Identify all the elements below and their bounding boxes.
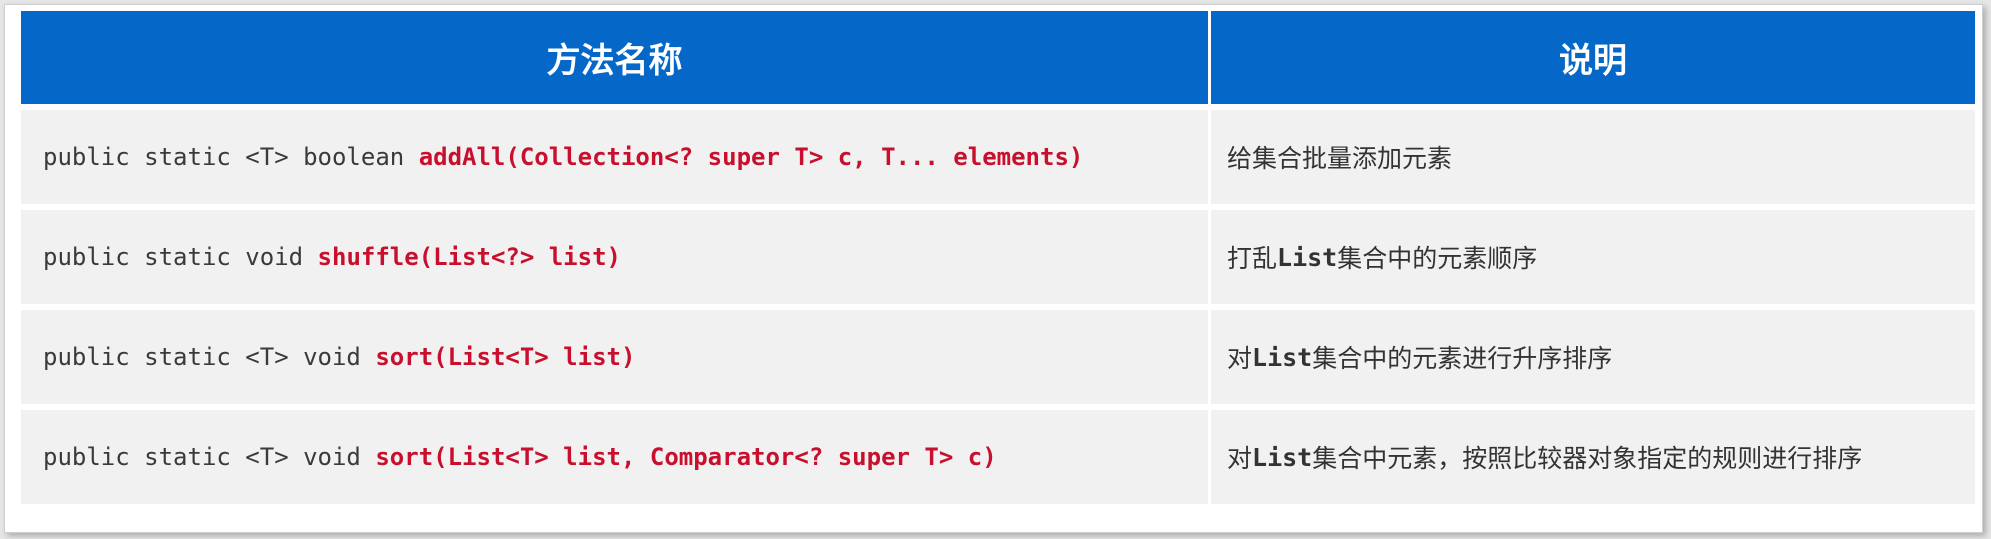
signature-prefix: public static void	[43, 243, 318, 271]
signature-prefix: public static <T> boolean	[43, 143, 419, 171]
method-signature-cell: public static <T> boolean addAll(Collect…	[21, 104, 1211, 204]
description-text-pre: 对	[1227, 444, 1253, 473]
description-text-pre: 对	[1227, 344, 1253, 373]
table-row: public static <T> void sort(List<T> list…	[21, 404, 1975, 504]
description-code: List	[1252, 442, 1313, 472]
signature-prefix: public static <T> void	[43, 343, 376, 371]
method-signature-cell: public static <T> void sort(List<T> list…	[21, 404, 1211, 504]
collections-methods-table: 方法名称 说明 public static <T> boolean addAll…	[21, 11, 1975, 504]
table-row: public static <T> boolean addAll(Collect…	[21, 104, 1975, 204]
description-code: List	[1252, 342, 1313, 372]
description-cell: 给集合批量添加元素	[1211, 104, 1975, 204]
description-text-post: 集合中元素，按照比较器对象指定的规则进行排序	[1312, 444, 1863, 473]
header-method-name: 方法名称	[21, 11, 1211, 104]
method-name: addAll(Collection<? super T> c, T... ele…	[418, 143, 1084, 171]
method-signature-cell: public static void shuffle(List<?> list)	[21, 204, 1211, 304]
description-text-post: 集合中的元素进行升序排序	[1312, 344, 1613, 373]
table-header-row: 方法名称 说明	[21, 11, 1975, 104]
method-signature-cell: public static <T> void sort(List<T> list…	[21, 304, 1211, 404]
description-text: 给集合批量添加元素	[1227, 144, 1453, 173]
method-name: sort(List<T> list, Comparator<? super T>…	[375, 443, 997, 471]
screenshot-frame: 方法名称 说明 public static <T> boolean addAll…	[4, 4, 1983, 533]
method-name: shuffle(List<?> list)	[317, 243, 621, 271]
description-code: List	[1277, 242, 1338, 272]
table-row: public static void shuffle(List<?> list)…	[21, 204, 1975, 304]
description-text-pre: 打乱	[1227, 244, 1278, 273]
description-text-post: 集合中的元素顺序	[1337, 244, 1538, 273]
signature-prefix: public static <T> void	[43, 443, 376, 471]
header-description: 说明	[1211, 11, 1975, 104]
table-row: public static <T> void sort(List<T> list…	[21, 304, 1975, 404]
method-name: sort(List<T> list)	[375, 343, 636, 371]
